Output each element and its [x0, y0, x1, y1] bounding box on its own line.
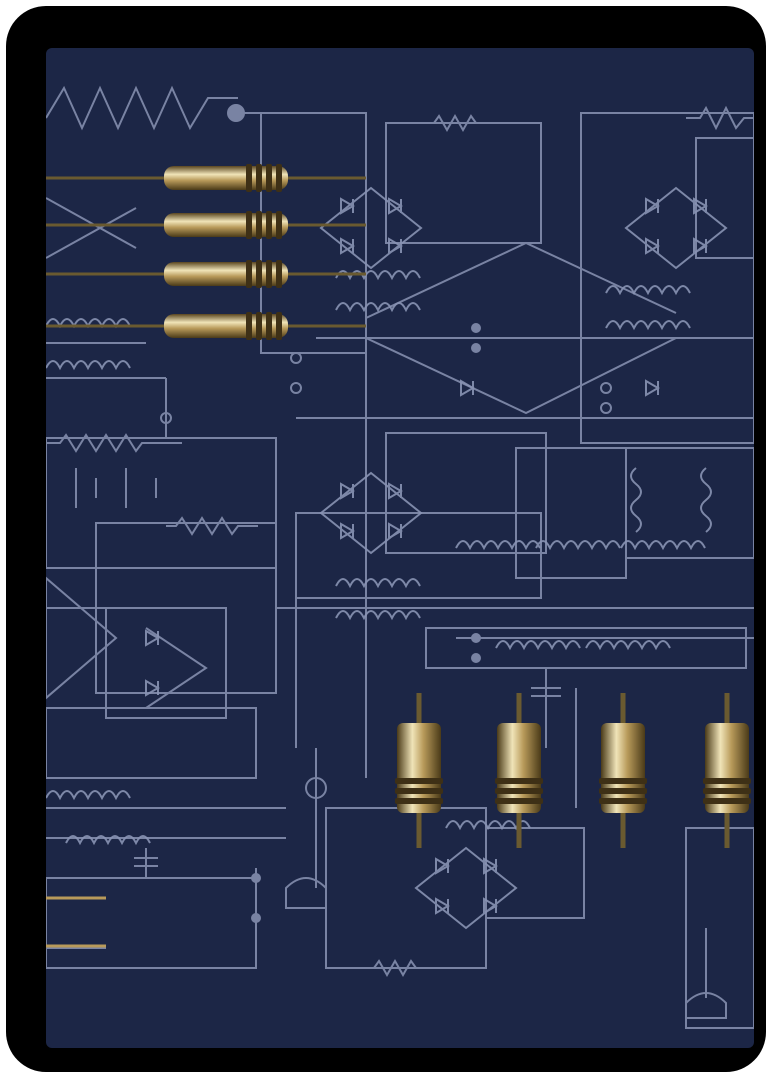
horizontal-capacitors	[46, 164, 366, 948]
vertical-capacitors	[395, 693, 751, 848]
circuit-schematic	[46, 85, 754, 1029]
circuit-artwork	[46, 48, 754, 1048]
device-frame	[6, 6, 766, 1072]
